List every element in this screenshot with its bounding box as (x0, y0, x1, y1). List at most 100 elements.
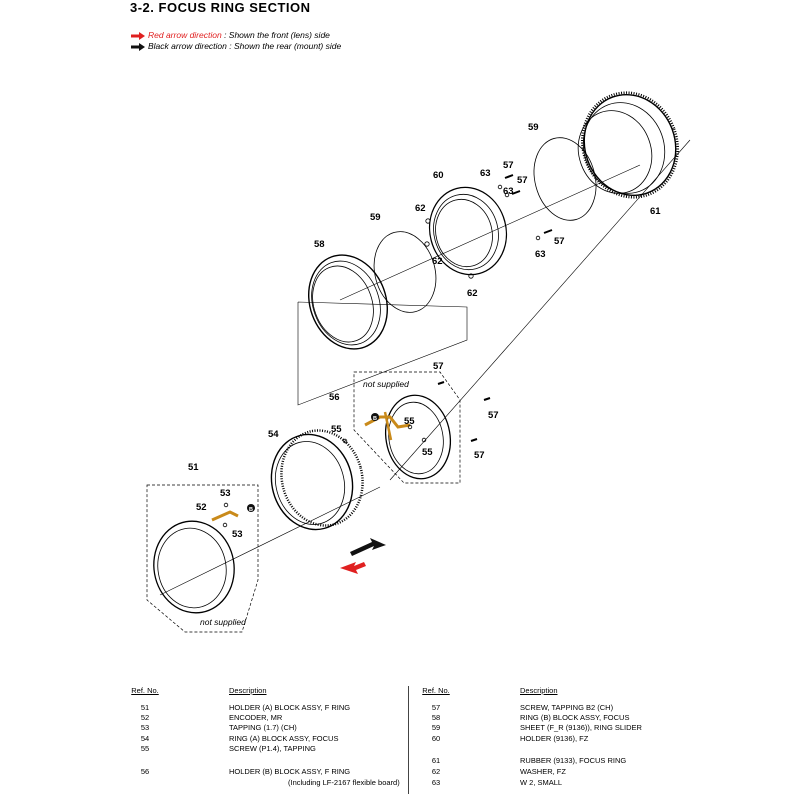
callout-61: 61 (650, 206, 661, 217)
callout-57-56right: 57 (488, 410, 499, 421)
legend-red-label: Red arrow direction (148, 30, 222, 40)
table-row-ref: 63 (431, 778, 441, 787)
table-row-ref: 62 (431, 767, 441, 776)
table-divider (408, 686, 409, 794)
table-row-ref: 57 (431, 703, 441, 712)
callout-57-top: 57 (503, 160, 514, 171)
table-row-ref: 58 (431, 713, 441, 722)
callout-60: 60 (433, 170, 444, 181)
legend-black-label: Black arrow direction (148, 41, 227, 51)
table-row-desc: RUBBER (9133), FOCUS RING (520, 756, 627, 765)
table-row-desc: SHEET (F_R (9136)), RING SLIDER (520, 723, 642, 732)
axis-line-upper (389, 139, 691, 481)
table-row-desc: ENCODER, MR (229, 713, 283, 722)
exploded-view-diagram: B B 59 57 63 60 57 63 61 62 59 57 58 63 … (146, 91, 691, 633)
note-not-supplied-bottom: not supplied (200, 617, 246, 627)
callout-62-bottom: 62 (467, 288, 478, 299)
callout-63-top: 63 (480, 168, 491, 179)
washer-63-b (504, 192, 510, 198)
callout-62-top: 62 (415, 203, 426, 214)
screw-53-b (222, 522, 228, 528)
washer-62-a (425, 218, 431, 224)
callout-54: 54 (268, 429, 279, 440)
legend-red: Red arrow direction : Shown the front (l… (131, 30, 330, 40)
table-row-desc: (Including LF-2167 flexible board) (288, 778, 400, 787)
left-ref-header: Ref. No. (131, 686, 159, 695)
callout-63-right: 63 (535, 249, 546, 260)
legend-red-desc: : Shown the front (lens) side (221, 30, 330, 40)
callout-57-56top: 57 (433, 361, 444, 372)
table-row-ref: 59 (431, 723, 441, 732)
table-row-desc: HOLDER (A) BLOCK ASSY, F RING (229, 703, 351, 712)
part-61-rubber-focus-ring (577, 91, 679, 199)
table-row-desc: HOLDER (B) BLOCK ASSY, F RING (229, 767, 351, 776)
callout-52: 52 (196, 502, 207, 513)
callout-59-left: 59 (370, 212, 381, 223)
screw-57-d (437, 381, 445, 385)
screw-55-b (407, 424, 413, 430)
axis-line-lower (159, 486, 381, 596)
front-direction-arrow-icon (340, 562, 366, 574)
screw-53-a (223, 502, 229, 508)
part-52-encoder (211, 510, 239, 522)
table-row-ref: 61 (431, 756, 441, 765)
washer-62-b (424, 241, 430, 247)
washer-62-c (468, 273, 474, 279)
callout-55-left: 55 (331, 424, 342, 435)
note-not-supplied-top: not supplied (363, 379, 409, 389)
table-row-desc: SCREW (P1.4), TAPPING (229, 744, 316, 753)
black-arrow-icon (131, 42, 145, 51)
part-58-ring-b-block (307, 254, 389, 350)
callout-63-mid: 63 (503, 186, 514, 197)
marker-b-label-upper: B (373, 416, 377, 422)
washer-63-a (497, 184, 503, 190)
part-54-ring-a-block (270, 429, 364, 531)
table-row-desc: TAPPING (1.7) (CH) (229, 723, 297, 732)
screw-57-c (543, 229, 553, 234)
part-51-holder-a (153, 520, 235, 614)
screw-57-a (504, 174, 514, 179)
screw-57-b (511, 190, 521, 195)
table-row-ref: 56 (140, 767, 150, 776)
table-row-desc: WASHER, FZ (520, 767, 566, 776)
right-desc-header: Description (520, 686, 558, 695)
callout-58: 58 (314, 239, 325, 250)
table-row-ref: 60 (431, 734, 441, 743)
table-row-ref: 52 (140, 713, 150, 722)
callout-53-bottom: 53 (232, 529, 243, 540)
callout-59-right: 59 (528, 122, 539, 133)
axis-line-middle (339, 164, 641, 301)
right-ref-header: Ref. No. (422, 686, 450, 695)
callout-57-mid: 57 (517, 175, 528, 186)
callout-56: 56 (329, 392, 340, 403)
screw-55-a (342, 438, 348, 444)
marker-b-icon-upper (371, 413, 379, 421)
part-56-holder-b (385, 394, 451, 480)
callout-55-lower: 55 (422, 447, 433, 458)
table-row-ref: 54 (140, 734, 150, 743)
part-60-holder (428, 186, 508, 276)
callout-57-56lower: 57 (474, 450, 485, 461)
table-row-desc: RING (A) BLOCK ASSY, FOCUS (229, 734, 339, 743)
part-59-sheet-left (373, 231, 437, 313)
screw-55-c (421, 437, 427, 443)
group-outline-upper (297, 301, 468, 406)
marker-b-label-lower: B (249, 507, 253, 513)
legend-black-desc: : Shown the rear (mount) side (226, 41, 342, 51)
flexible-board-strip (383, 411, 393, 441)
marker-b-icon-lower (247, 504, 255, 512)
washer-63-c (535, 235, 541, 241)
legend-black: Black arrow direction : Shown the rear (… (131, 41, 341, 51)
rear-direction-arrow-icon (350, 538, 386, 556)
callout-53-top: 53 (220, 488, 231, 499)
table-row-desc: W 2, SMALL (520, 778, 563, 787)
part-56-dashed-box (353, 371, 461, 484)
screw-57-f (470, 438, 478, 442)
red-arrow-icon (131, 31, 145, 40)
table-row-desc: RING (B) BLOCK ASSY, FOCUS (520, 713, 630, 722)
table-row-ref: 53 (140, 723, 150, 732)
table-row-ref: 51 (140, 703, 150, 712)
part-59-sheet-right (533, 137, 597, 221)
table-row-desc: SCREW, TAPPING B2 (CH) (520, 703, 614, 712)
callout-62-mid: 62 (432, 256, 443, 267)
